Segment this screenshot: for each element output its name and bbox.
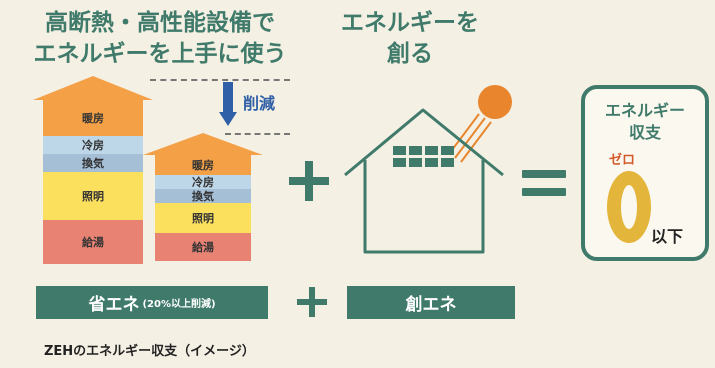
- heading-create-line2: 創る: [387, 41, 433, 67]
- heading-create-energy: エネルギーを 創る: [330, 8, 490, 70]
- segment-hot-water: 給湯: [155, 233, 251, 261]
- heading-insulation-line2: エネルギーを上手に使う: [33, 41, 287, 67]
- heading-insulation-line1: 高断熱・高性能設備で: [45, 10, 275, 36]
- reduction-arrow: [219, 82, 237, 126]
- result-title-line1: エネルギー: [604, 101, 685, 120]
- energy-saving-label: 省エネ (20%以上削減): [36, 286, 268, 319]
- house-illustration: [344, 85, 512, 254]
- segment-heating: 暖房: [155, 155, 251, 175]
- segment-cooling: 冷房: [43, 136, 143, 154]
- house-outline: [344, 108, 504, 254]
- short-stack-arrowhead: [143, 133, 263, 155]
- segment-lighting: 照明: [43, 172, 143, 220]
- below-label: 以下: [651, 227, 684, 246]
- segment-heating: 暖房: [43, 100, 143, 136]
- plus-sign-bottom: [297, 287, 327, 317]
- reduction-arrow-shaft: [223, 82, 233, 112]
- short-energy-stack: 暖房 冷房 換気 照明 給湯: [143, 133, 263, 261]
- sun-icon: [478, 85, 512, 119]
- segment-lighting: 照明: [155, 203, 251, 233]
- tall-stack-arrowhead: [33, 76, 153, 100]
- energy-saving-main: 省エネ: [88, 295, 140, 315]
- segment-cooling: 冷房: [155, 175, 251, 189]
- result-title-line2: 収支: [628, 123, 661, 142]
- reduction-arrowhead: [219, 112, 237, 126]
- equals-sign: [522, 170, 566, 198]
- zero-label: ゼロ: [609, 153, 636, 168]
- heading-insulation: 高断熱・高性能設備で エネルギーを上手に使う: [10, 8, 310, 70]
- segment-hot-water: 給湯: [43, 220, 143, 264]
- zero-digit-icon: [607, 171, 651, 243]
- dashed-line-top: [150, 79, 290, 81]
- result-box: エネルギー 収支 ゼロ 以下: [581, 85, 709, 261]
- energy-saving-sub: (20%以上削減): [142, 299, 216, 310]
- segment-ventilation: 換気: [155, 189, 251, 203]
- diagram-caption: ZEHのエネルギー収支（イメージ）: [44, 344, 255, 359]
- solar-panel-icon: [393, 146, 454, 167]
- reduction-label: 削減: [243, 94, 276, 113]
- tall-energy-stack: 暖房 冷房 換気 照明 給湯: [33, 76, 153, 264]
- heading-create-line1: エネルギーを: [341, 10, 479, 36]
- segment-ventilation: 換気: [43, 154, 143, 172]
- energy-creation-label: 創エネ: [347, 286, 515, 319]
- plus-sign-top: [289, 161, 329, 201]
